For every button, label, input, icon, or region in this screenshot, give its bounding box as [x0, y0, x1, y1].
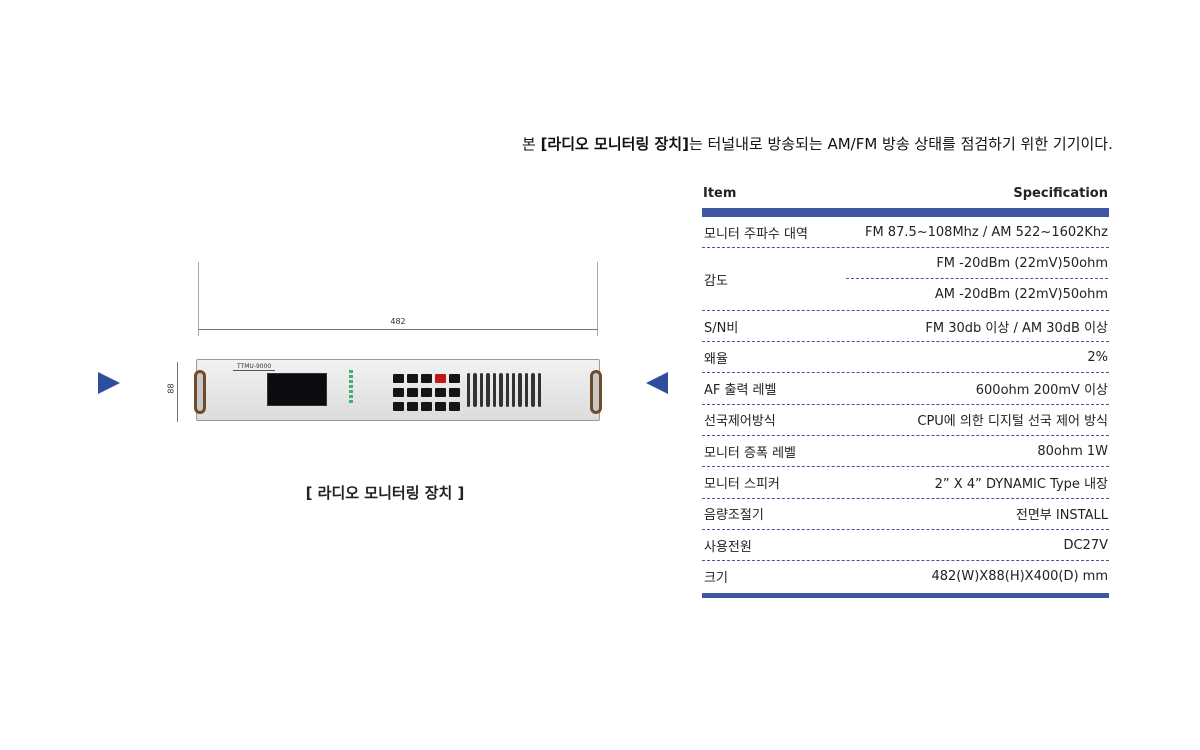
intro-device-name: [라디오 모니터링 장치] [540, 135, 689, 153]
row-value: 전면부 INSTALL [1015, 508, 1108, 524]
led-indicator [349, 395, 353, 398]
row-value: 600ohm 200mV 이상 [975, 383, 1108, 399]
header-item: Item [703, 186, 737, 201]
figure-caption: [ 라디오 모니터링 장치 ] [305, 484, 465, 502]
led-indicator [349, 385, 353, 388]
grille-slot [492, 373, 497, 407]
row-item: 사용전원 [704, 539, 752, 555]
dimension-tick-left [198, 262, 199, 336]
dimension-line [198, 329, 598, 330]
device-model-label: TTMU-9000 [233, 363, 276, 371]
table-row: S/N비 FM 30db 이상 / AM 30dB 이상 [702, 311, 1109, 343]
spec-table-bottom-rule [702, 592, 1109, 598]
led-indicator [349, 370, 353, 373]
intro-paragraph: 본 [라디오 모니터링 장치]는 터널내로 방송되는 AM/FM 방송 상태를 … [522, 135, 1122, 153]
row-value: 482(W)X88(H)X400(D) mm [931, 569, 1108, 585]
table-row: 왜율 2% [702, 342, 1109, 374]
width-dimension-label: 482 [390, 317, 406, 326]
height-dimension-label: 88 [166, 383, 176, 394]
device-key [421, 374, 432, 383]
width-dimension: 482 [198, 262, 598, 336]
table-row: 모니터 증폭 레벨 80ohm 1W [702, 436, 1109, 468]
device-display [267, 373, 327, 406]
grille-slot [537, 373, 542, 407]
row-item: 음량조절기 [704, 508, 764, 524]
row-item: 모니터 증폭 레벨 [704, 445, 796, 461]
device-keypad [393, 374, 460, 411]
table-row: 모니터 스피커 2” X 4” DYNAMIC Type 내장 [702, 467, 1109, 499]
device-key [449, 402, 460, 411]
row-value: FM -20dBm (22mV)50ohm [846, 248, 1108, 280]
table-row: 선국제어방식 CPU에 의한 디지털 선국 제어 방식 [702, 405, 1109, 437]
row-value: FM 30db 이상 / AM 30dB 이상 [925, 320, 1108, 336]
device-key [393, 388, 404, 397]
table-row: 사용전원 DC27V [702, 530, 1109, 562]
triangle-left-icon [646, 372, 668, 394]
device-figure: 482 88 TTMU-9000 [166, 262, 610, 432]
row-item: 모니터 스피커 [704, 477, 780, 493]
grille-slot [486, 373, 490, 407]
row-item: S/N비 [704, 320, 739, 336]
led-indicator [349, 380, 353, 383]
row-value: 2% [1087, 349, 1108, 365]
dimension-line-vertical [177, 362, 178, 422]
device-key [393, 374, 404, 383]
spec-table-top-rule [702, 208, 1109, 217]
row-value: 2” X 4” DYNAMIC Type 내장 [934, 477, 1108, 493]
table-row: 모니터 주파수 대역 FM 87.5~108Mhz / AM 522~1602K… [702, 217, 1109, 249]
device-key [407, 388, 418, 397]
row-item: 선국제어방식 [704, 414, 776, 430]
spec-table: Item Specification 모니터 주파수 대역 FM 87.5~10… [702, 186, 1109, 598]
row-value: DC27V [1063, 537, 1108, 553]
triangle-right-icon [98, 372, 120, 394]
grille-slot [531, 373, 535, 407]
dimension-tick-right [597, 262, 598, 336]
device-key [449, 374, 460, 383]
device-led-column [349, 370, 353, 403]
led-indicator [349, 390, 353, 393]
row-value: CPU에 의한 디지털 선국 제어 방식 [917, 414, 1108, 430]
grille-slot [524, 373, 529, 407]
header-specification: Specification [1013, 186, 1108, 201]
row-values: FM -20dBm (22mV)50ohm AM -20dBm (22mV)50… [845, 248, 1109, 310]
device-key [421, 402, 432, 411]
device-key-power [435, 374, 446, 383]
intro-prefix: 본 [522, 135, 541, 153]
device-key [449, 388, 460, 397]
table-row: AF 출력 레벨 600ohm 200mV 이상 [702, 373, 1109, 405]
row-item: 왜율 [704, 351, 728, 367]
row-item: 모니터 주파수 대역 [704, 226, 808, 242]
grille-slot [511, 373, 516, 407]
rack-handle-left [194, 370, 206, 414]
grille-slot [518, 373, 522, 407]
speaker-grille [461, 373, 547, 407]
row-item: 감도 [704, 273, 728, 289]
device-key [435, 402, 446, 411]
grille-slot [499, 373, 503, 407]
grille-slot [479, 373, 484, 407]
rack-handle-right [590, 370, 602, 414]
table-row: 감도 FM -20dBm (22mV)50ohm AM -20dBm (22mV… [702, 248, 1109, 311]
table-row: 크기 482(W)X88(H)X400(D) mm [702, 561, 1109, 592]
device-key [393, 402, 404, 411]
grille-slot [467, 373, 471, 407]
row-item: 크기 [704, 571, 728, 587]
row-value: AM -20dBm (22mV)50ohm [934, 286, 1108, 302]
grille-slot [473, 373, 477, 407]
device-key [407, 374, 418, 383]
device-key [435, 388, 446, 397]
row-value: 80ohm 1W [1037, 443, 1108, 459]
grille-slot [505, 373, 509, 407]
row-item: AF 출력 레벨 [704, 383, 777, 399]
intro-description: 는 터널내로 방송되는 AM/FM 방송 상태를 점검하기 위한 기기이다. [688, 135, 1113, 153]
device-key [407, 402, 418, 411]
led-indicator [349, 375, 353, 378]
table-row: 음량조절기 전면부 INSTALL [702, 499, 1109, 530]
height-dimension: 88 [166, 362, 184, 422]
spec-table-header: Item Specification [702, 186, 1109, 208]
led-indicator [349, 400, 353, 403]
row-value: FM 87.5~108Mhz / AM 522~1602Khz [864, 224, 1108, 240]
device-chassis: TTMU-9000 [194, 359, 602, 421]
device-key [421, 388, 432, 397]
